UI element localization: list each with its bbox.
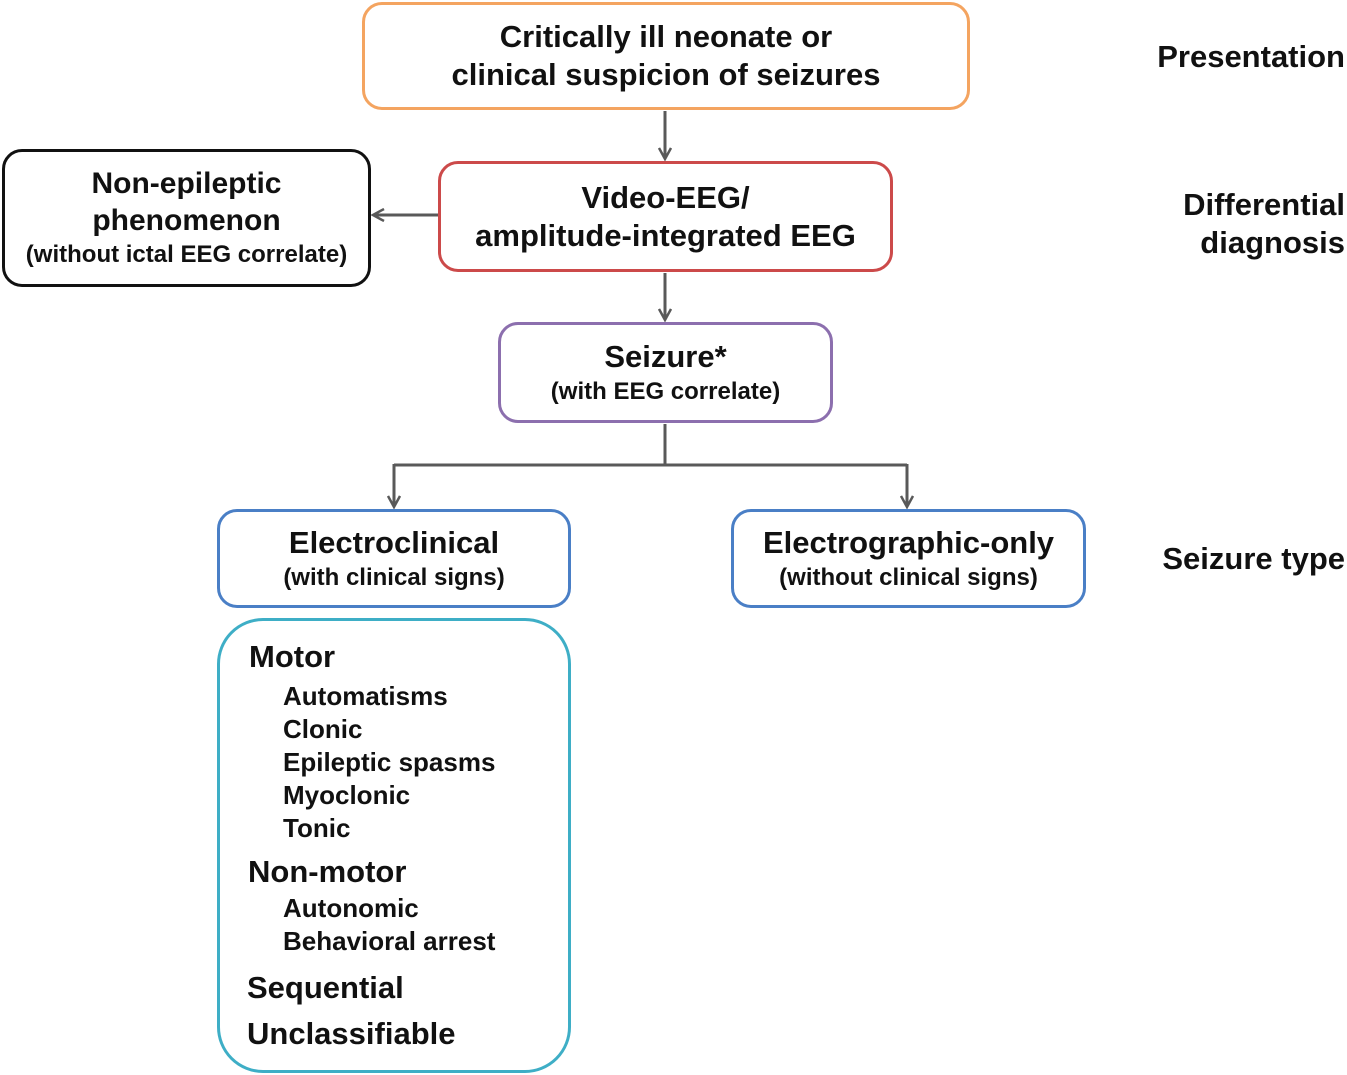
seizure-line-2: (with EEG correlate) <box>550 377 781 405</box>
category-unclassifiable: Unclassifiable <box>247 1016 456 1051</box>
eeg-box: Video-EEG/ amplitude-integrated EEG <box>438 161 893 272</box>
electrographic-box: Electrographic-only (without clinical si… <box>731 509 1086 608</box>
presentation-box: Critically ill neonate or clinical suspi… <box>362 2 970 110</box>
motor-item-epileptic-spasms: Epileptic spasms <box>283 747 496 777</box>
stage-label-seizure-type: Seizure type <box>1162 540 1345 578</box>
stage-seizure-type-text: Seizure type <box>1162 541 1345 576</box>
stage-differential-line-2: diagnosis <box>1200 225 1345 260</box>
electrographic-line-2: (without clinical signs) <box>779 563 1038 591</box>
non-epileptic-box: Non-epileptic phenomenon (without ictal … <box>2 149 371 287</box>
electroclinical-line-2: (with clinical signs) <box>283 563 505 591</box>
seizure-box: Seizure* (with EEG correlate) <box>498 322 833 423</box>
motor-item-clonic: Clonic <box>283 714 363 744</box>
non-epileptic-line-3: (without ictal EEG correlate) <box>25 241 348 268</box>
category-sequential: Sequential <box>247 970 404 1005</box>
non-motor-item-autonomic: Autonomic <box>283 893 419 923</box>
motor-item-automatisms: Automatisms <box>283 681 448 711</box>
non-epileptic-line-1: Non-epileptic <box>91 167 282 200</box>
electrographic-line-1: Electrographic-only <box>762 524 1055 560</box>
stage-label-presentation: Presentation <box>1157 38 1345 76</box>
non-epileptic-line-2: phenomenon <box>92 204 281 237</box>
seizure-types-box: Motor Automatisms Clonic Epileptic spasm… <box>217 618 571 1073</box>
motor-item-tonic: Tonic <box>283 813 351 843</box>
motor-item-myoclonic: Myoclonic <box>283 780 411 810</box>
presentation-line-1: Critically ill neonate or <box>499 19 833 54</box>
non-motor-item-behavioral-arrest: Behavioral arrest <box>283 926 496 956</box>
eeg-line-1: Video-EEG/ <box>581 179 750 215</box>
presentation-line-2: clinical suspicion of seizures <box>451 57 881 92</box>
electroclinical-line-1: Electroclinical <box>288 524 500 560</box>
category-non-motor: Non-motor <box>248 854 407 889</box>
eeg-line-2: amplitude-integrated EEG <box>475 217 856 253</box>
category-motor: Motor <box>249 639 336 674</box>
electroclinical-box: Electroclinical (with clinical signs) <box>217 509 571 608</box>
stage-presentation-text: Presentation <box>1157 39 1345 74</box>
stage-differential-line-1: Differential <box>1183 187 1345 222</box>
stage-label-differential-diagnosis: Differential diagnosis <box>1183 186 1345 262</box>
seizure-line-1: Seizure* <box>604 338 727 374</box>
